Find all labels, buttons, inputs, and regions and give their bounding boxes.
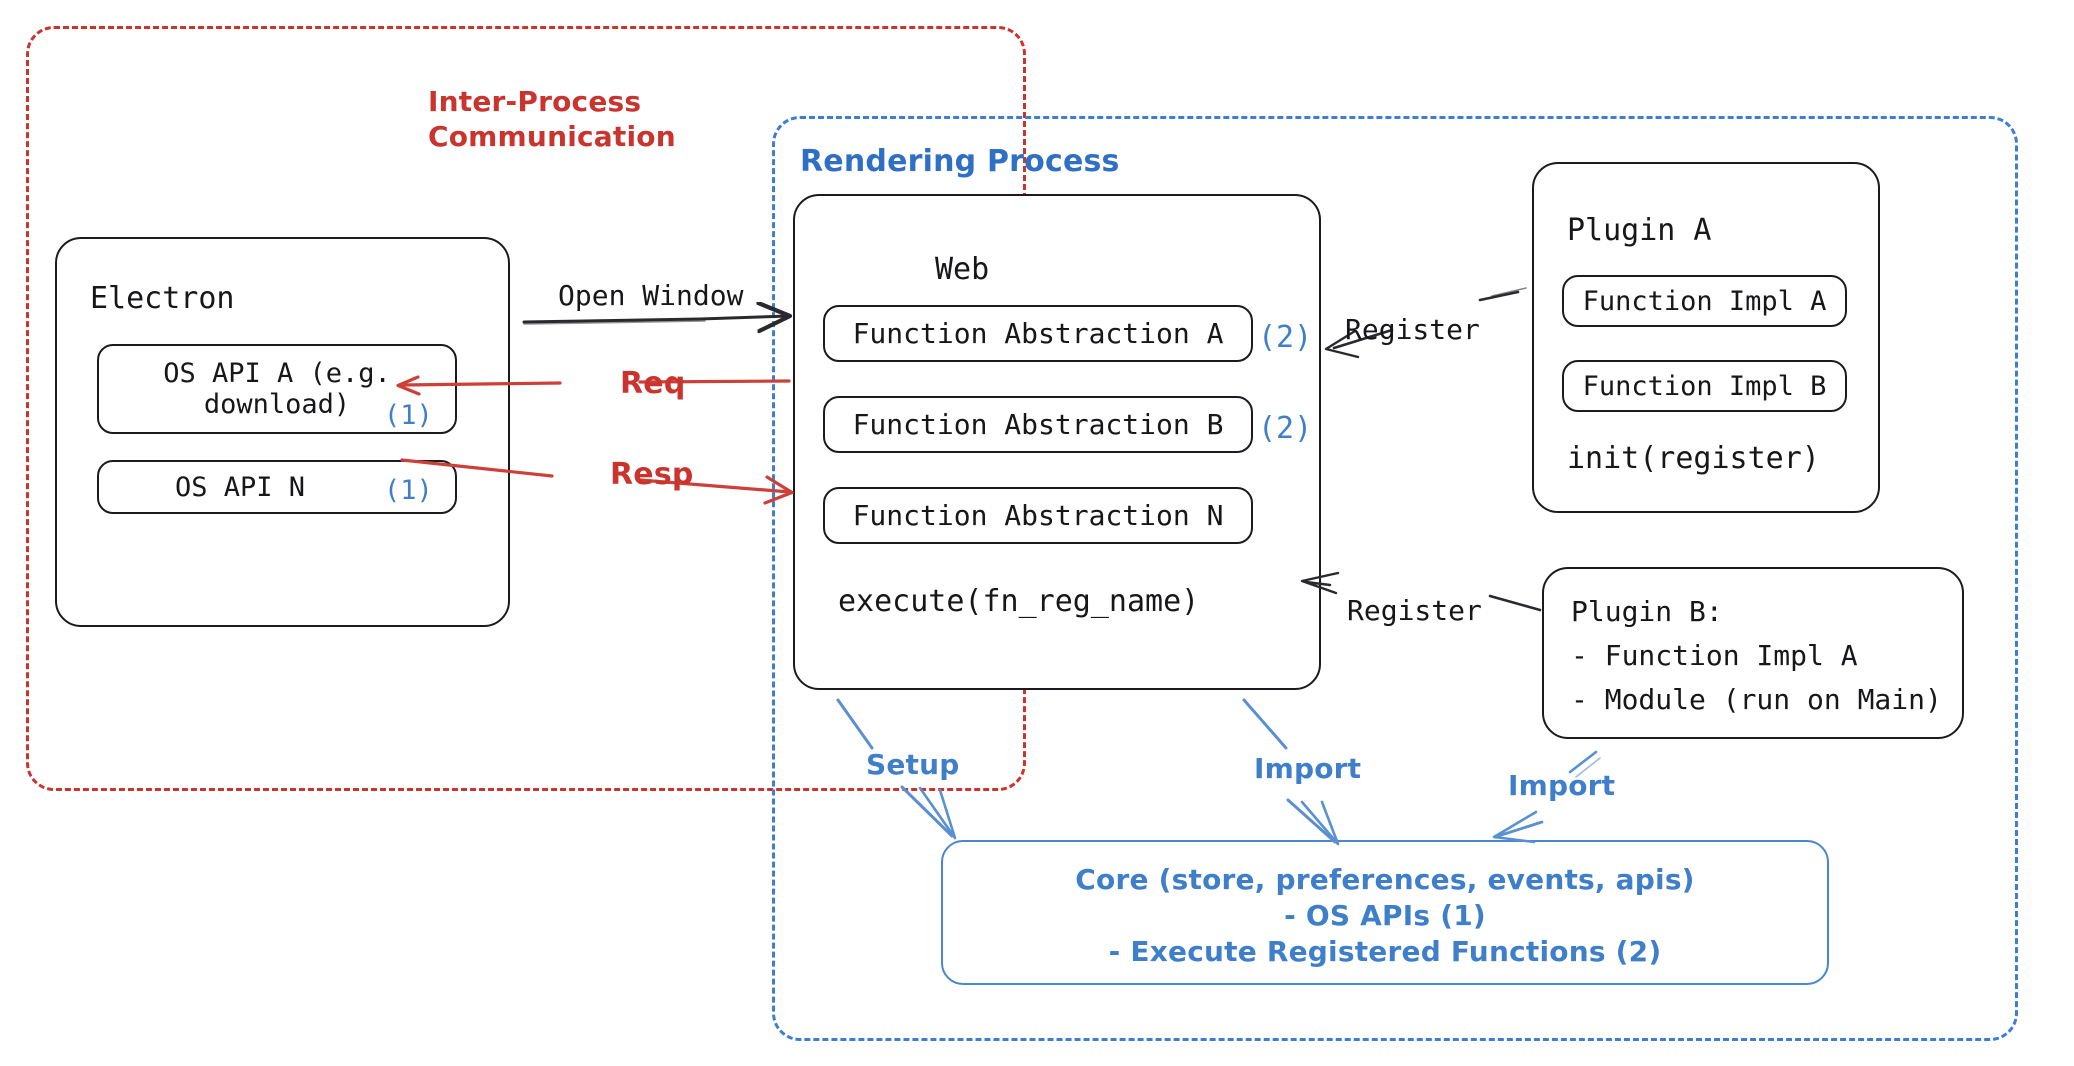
arrow-import-web-label: Import bbox=[1254, 752, 1362, 785]
os-api-n-label: OS API N bbox=[174, 471, 306, 503]
os-api-n-box[interactable]: OS API N bbox=[97, 460, 457, 514]
ipc-container-label-line2: Communication bbox=[428, 120, 676, 153]
arrow-open-window-label: Open Window bbox=[558, 279, 744, 312]
arrow-resp-label: Resp bbox=[610, 457, 694, 492]
core-line-2: - OS APIs (1) bbox=[1284, 899, 1486, 932]
plugin-b-box[interactable] bbox=[1542, 567, 1964, 739]
web-execute-label: execute(fn_reg_name) bbox=[838, 584, 1200, 619]
os-api-a-label: OS API A (e.g. download) bbox=[163, 358, 391, 420]
core-box[interactable] bbox=[941, 840, 1829, 985]
arrow-register-bottom-label: Register bbox=[1347, 594, 1482, 627]
arrow-import-plugin-label: Import bbox=[1508, 769, 1616, 802]
ipc-container-label-line1: Inter-Process bbox=[428, 85, 642, 118]
plugin-a-function-impl-a-label: Function Impl A bbox=[1582, 285, 1827, 317]
plugin-b-line-1: - Function Impl A bbox=[1571, 639, 1858, 672]
plugin-b-title: Plugin B: bbox=[1571, 595, 1723, 628]
function-abstraction-n-label: Function Abstraction N bbox=[852, 499, 1224, 532]
core-line-3: - Execute Registered Functions (2) bbox=[1108, 935, 1662, 968]
rendering-process-label: Rendering Process bbox=[800, 144, 1120, 179]
function-abstraction-a-box[interactable]: Function Abstraction A bbox=[823, 305, 1253, 362]
plugin-a-init-label: init(register) bbox=[1567, 441, 1820, 476]
function-abstraction-a-label: Function Abstraction A bbox=[852, 317, 1224, 350]
os-api-a-marker: (1) bbox=[384, 400, 433, 431]
plugin-a-function-impl-b-label: Function Impl B bbox=[1582, 370, 1827, 402]
function-abstraction-b-label: Function Abstraction B bbox=[852, 408, 1224, 441]
plugin-b-line-2: - Module (run on Main) bbox=[1571, 683, 1942, 716]
arrow-register-top-label: Register bbox=[1345, 313, 1480, 346]
plugin-a-title: Plugin A bbox=[1567, 213, 1712, 248]
function-abstraction-n-box[interactable]: Function Abstraction N bbox=[823, 487, 1253, 544]
function-abstraction-a-marker: (2) bbox=[1258, 320, 1313, 355]
plugin-a-box[interactable] bbox=[1532, 162, 1880, 513]
arrow-req-label: Req bbox=[620, 366, 686, 401]
plugin-a-function-impl-b-box[interactable]: Function Impl B bbox=[1562, 360, 1847, 412]
rendering-process-container bbox=[772, 116, 2018, 1041]
core-line-1: Core (store, preferences, events, apis) bbox=[1075, 863, 1695, 896]
os-api-a-box[interactable]: OS API A (e.g. download) bbox=[97, 344, 457, 434]
arrow-setup-label: Setup bbox=[866, 748, 960, 781]
os-api-n-marker: (1) bbox=[384, 475, 433, 506]
web-title: Web bbox=[935, 252, 990, 287]
electron-title: Electron bbox=[90, 281, 235, 316]
function-abstraction-b-marker: (2) bbox=[1258, 411, 1313, 446]
plugin-a-function-impl-a-box[interactable]: Function Impl A bbox=[1562, 275, 1847, 327]
function-abstraction-b-box[interactable]: Function Abstraction B bbox=[823, 396, 1253, 453]
